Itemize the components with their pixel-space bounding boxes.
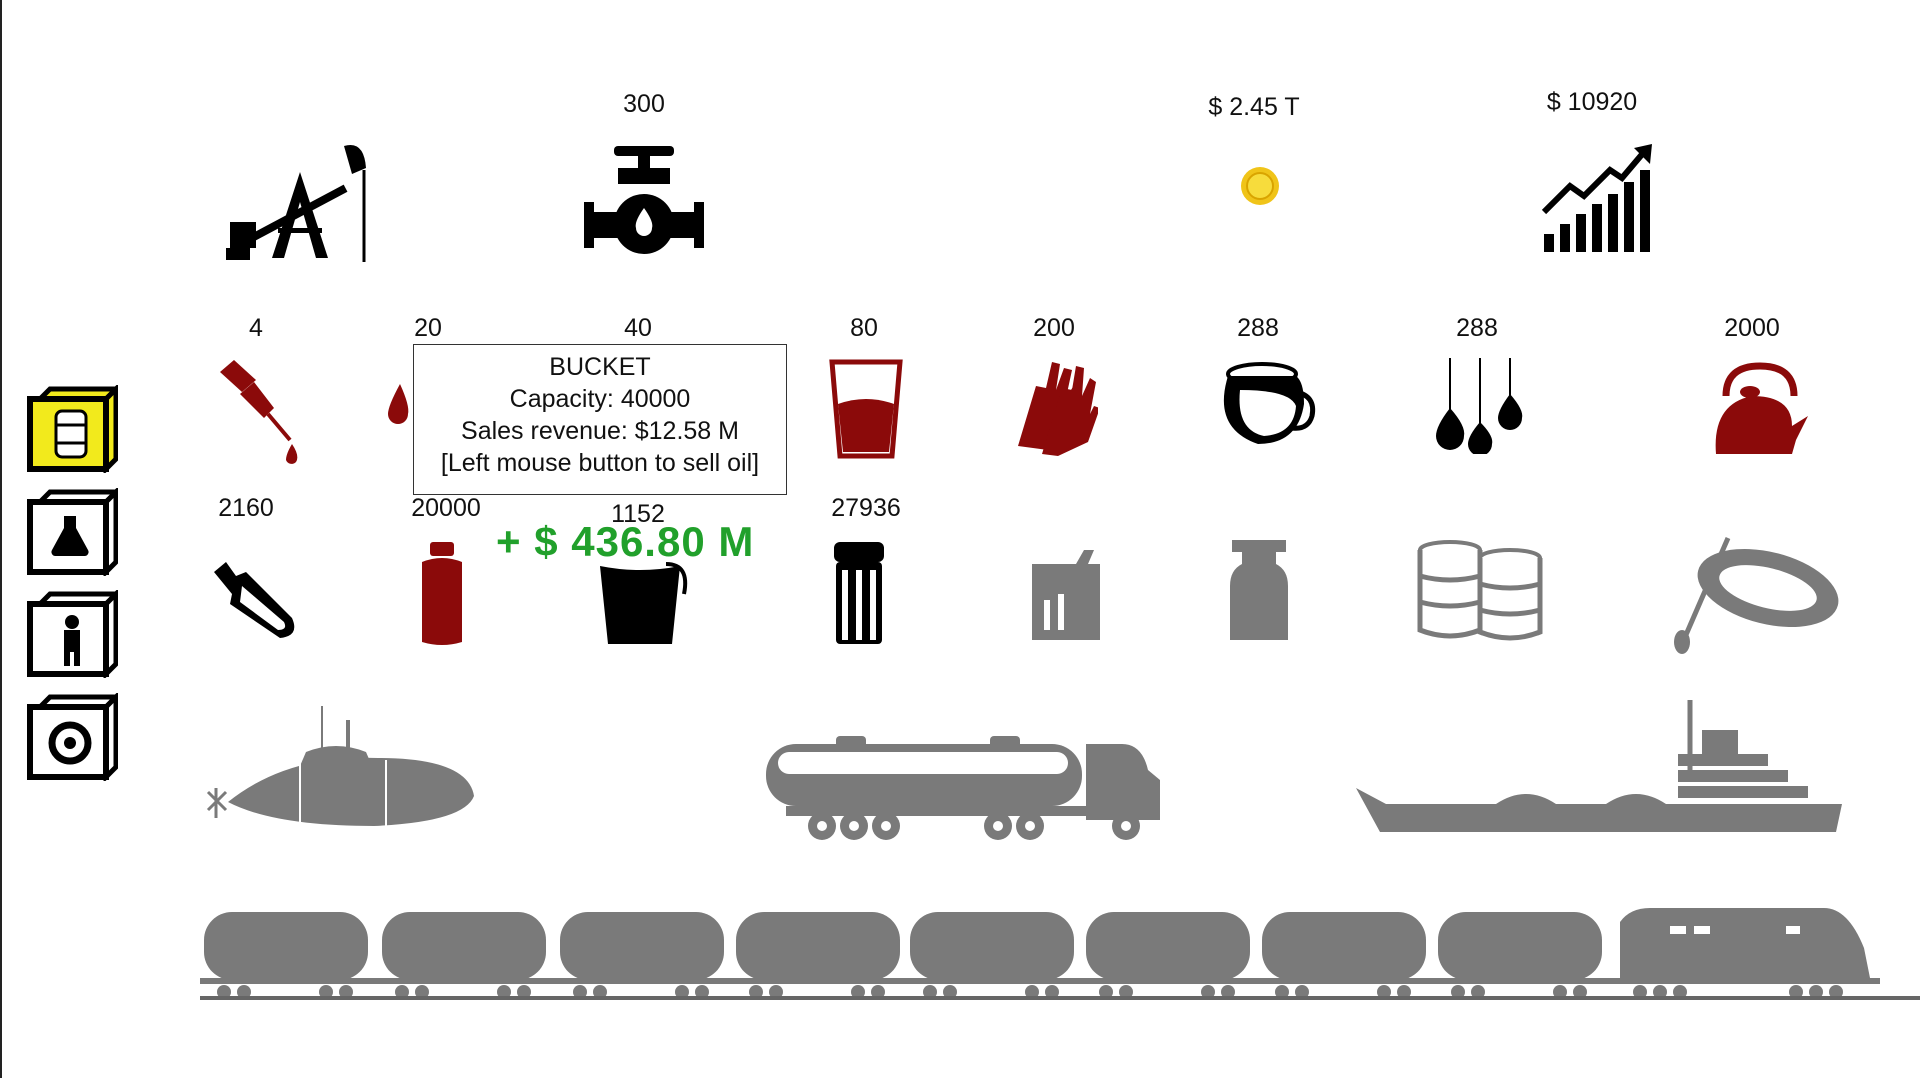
gloves-count: 200 — [1033, 314, 1075, 342]
bucket-row1-count: 40 — [624, 314, 652, 342]
dropper-count: 4 — [249, 314, 263, 342]
bottle-count: 20000 — [411, 494, 481, 522]
tanker-ship-icon-locked[interactable] — [1356, 700, 1846, 836]
raft-icon-locked[interactable] — [1668, 536, 1844, 654]
tooltip-revenue: Sales revenue: $12.58 M — [461, 417, 739, 445]
tanker-truck-icon-locked[interactable] — [766, 734, 1162, 842]
gain-popup: + $ 436.80 M — [496, 518, 755, 565]
bucket-count: 1152 — [611, 500, 665, 528]
valve-icon[interactable] — [584, 144, 704, 260]
bucket-icon[interactable] — [596, 554, 692, 646]
money-label: $ 2.45 T — [1208, 93, 1300, 121]
growth-chart-icon[interactable] — [1540, 142, 1656, 254]
barrel-box-icon — [27, 382, 123, 476]
sidebar-flask-button[interactable] — [26, 485, 123, 579]
canister-count: 27936 — [831, 494, 901, 522]
drops-count: 288 — [1456, 314, 1498, 342]
kettle-count: 2000 — [1724, 314, 1780, 342]
dropper-icon[interactable] — [212, 358, 304, 466]
tooltip-capacity: Capacity: 40000 — [509, 385, 691, 413]
tooltip-title: BUCKET — [549, 353, 651, 381]
oil-bag-icon[interactable] — [208, 556, 306, 642]
rail-track — [200, 996, 1920, 1000]
barrels-icon-locked[interactable] — [1416, 540, 1544, 642]
pot-icon[interactable] — [1216, 362, 1318, 448]
coin-icon — [1240, 166, 1280, 206]
sidebar-worker-button[interactable] — [26, 587, 123, 681]
bucket-tooltip: BUCKET Capacity: 40000 Sales revenue: $1… — [413, 344, 787, 495]
sidebar-settings-button[interactable] — [26, 690, 123, 784]
canister-icon[interactable] — [832, 540, 886, 646]
milk-can-icon-locked[interactable] — [1228, 538, 1290, 642]
gear-box-icon — [27, 690, 123, 784]
submarine-icon-locked[interactable] — [206, 704, 478, 834]
worker-box-icon — [27, 587, 123, 681]
jerrycan-icon-locked[interactable] — [1024, 540, 1108, 644]
pumpjack-icon[interactable] — [222, 130, 372, 262]
hanging-drops-icon[interactable] — [1436, 358, 1524, 454]
kettle-icon[interactable] — [1710, 360, 1810, 458]
price-label: $ 10920 — [1546, 88, 1638, 116]
bag-count: 2160 — [218, 494, 274, 522]
glass-icon[interactable] — [828, 358, 904, 460]
gloves-icon[interactable] — [1012, 358, 1098, 458]
pot-count: 288 — [1237, 314, 1279, 342]
drop-count: 20 — [414, 314, 442, 342]
sidebar-barrel-button[interactable] — [26, 382, 123, 476]
oil-bottle-icon[interactable] — [412, 540, 472, 648]
glass-count: 80 — [850, 314, 878, 342]
tooltip-hint: [Left mouse button to sell oil] — [440, 449, 760, 477]
flask-box-icon — [27, 485, 123, 579]
pipe-count-label: 300 — [623, 90, 665, 118]
oil-train-icon-locked[interactable] — [200, 904, 1880, 1004]
drop-icon[interactable] — [384, 380, 414, 426]
